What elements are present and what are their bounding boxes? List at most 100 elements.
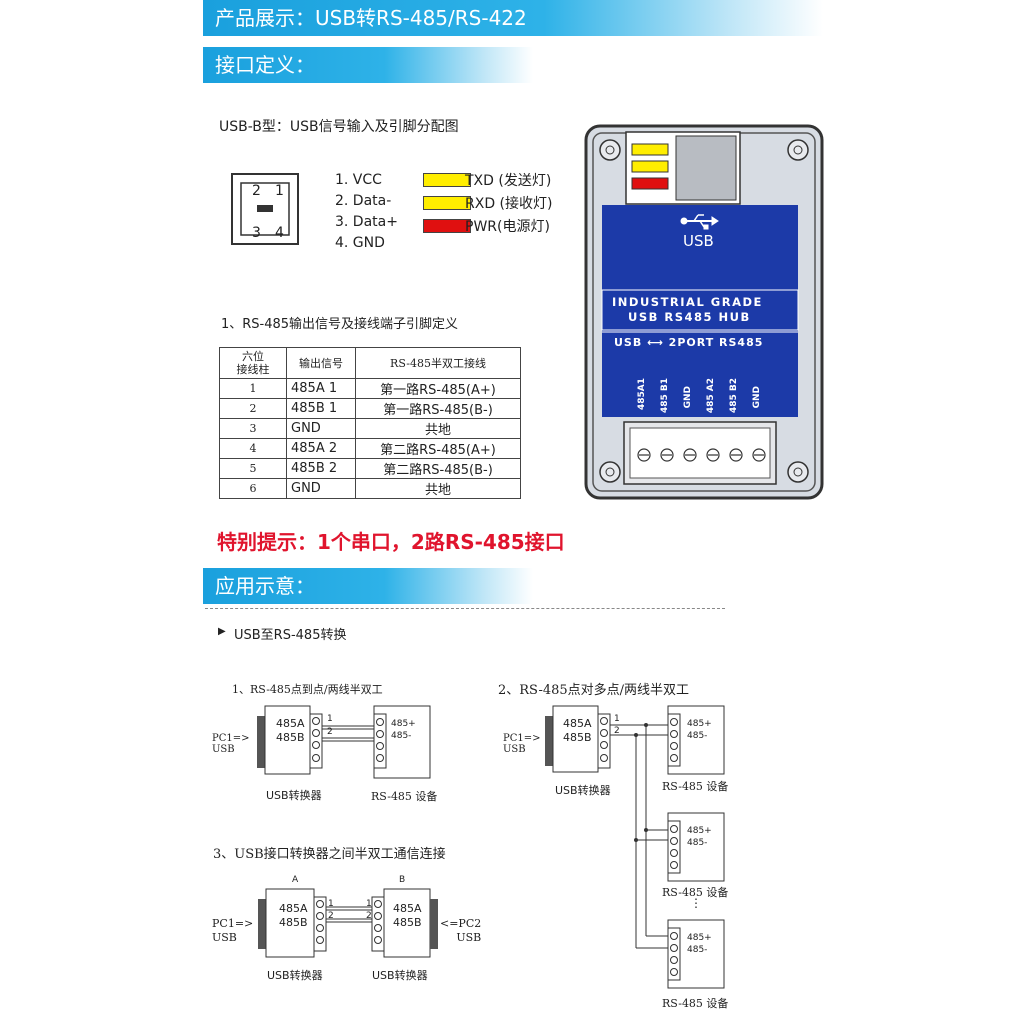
divider	[205, 608, 725, 609]
special-notice: 特别提示：1个串口，2路RS-485接口	[217, 530, 565, 554]
diagram2-dev1-plus: 485+	[687, 719, 712, 729]
usb-b-title: USB-B型：USB信号输入及引脚分配图	[219, 119, 459, 135]
usb-pin-4: 4	[275, 225, 284, 241]
table-cell: GND	[286, 418, 356, 439]
table-cell: 第二路RS-485(B-)	[355, 458, 521, 479]
screw-icon	[787, 139, 809, 161]
diagram3-converter-b-label: USB转换器	[372, 969, 428, 982]
usb-pin-3: 3	[252, 225, 261, 241]
diagram2-dev2-plus: 485+	[687, 826, 712, 836]
usb-symbol-icon	[680, 214, 719, 230]
screw-icon	[599, 139, 621, 161]
pwr-led	[631, 177, 669, 190]
diagram2-wiring	[545, 705, 725, 989]
table-header-row: 六位 接线柱 输出信号 RS-485半双工接线	[219, 347, 521, 379]
diagram2-dev3-minus: 485-	[687, 945, 708, 955]
diagram3-b-485b: 485B	[393, 916, 422, 929]
diagram1-wiring	[257, 705, 431, 779]
table-cell: 5	[219, 458, 287, 479]
app-subtitle: USB至RS-485转换	[234, 628, 347, 643]
pin-label-vcc: 1. VCC	[335, 172, 382, 188]
diagram2-ellipsis: ⋮	[690, 896, 702, 910]
diagram1-485plus: 485+	[391, 719, 416, 729]
diagram2-title: 2、RS-485点对多点/两线半双工	[498, 683, 690, 698]
table-cell: 485A 1	[286, 378, 356, 399]
rxd-led	[631, 160, 669, 173]
diagram1-wire1: 1	[327, 714, 333, 724]
triangle-icon: ▶	[218, 626, 226, 637]
table-cell: 1	[219, 378, 287, 399]
table-cell: 第二路RS-485(A+)	[355, 438, 521, 459]
device-illustration	[584, 124, 824, 500]
diagram2-device2-label: RS-485 设备	[662, 886, 729, 899]
diagram2-device1-label: RS-485 设备	[662, 780, 729, 793]
diagram3-wire1-left: 1	[328, 899, 334, 909]
table-cell: 485B 1	[286, 398, 356, 419]
table-cell: 2	[219, 398, 287, 419]
usb-port	[675, 135, 737, 201]
terminal-label: 485 B2	[729, 378, 739, 414]
rxd-swatch	[423, 196, 471, 210]
diagram2-wire2: 2	[614, 726, 620, 736]
pwr-swatch	[423, 219, 471, 233]
diagram3-label-a: A	[292, 875, 299, 885]
diagram2-dev2-minus: 485-	[687, 838, 708, 848]
table-header-wiring: RS-485半双工接线	[355, 347, 521, 379]
diagram3-b-485a: 485A	[393, 902, 422, 915]
diagram2-dev3-plus: 485+	[687, 933, 712, 943]
pwr-label: PWR(电源灯)	[465, 219, 550, 235]
diagram1-wire2: 2	[327, 727, 333, 737]
diagram3-title: 3、USB接口转换器之间半双工通信连接	[213, 847, 446, 862]
diagram3-wire2-right: 2	[366, 911, 372, 921]
diagram2-485a: 485A	[563, 717, 592, 730]
table-cell: 485A 2	[286, 438, 356, 459]
terminal-label: 485 A2	[706, 378, 716, 414]
table-header-terminal: 六位 接线柱	[219, 347, 287, 379]
diagram3-wire2-left: 2	[328, 911, 334, 921]
table-cell: 第一路RS-485(B-)	[355, 398, 521, 419]
diagram2-device3-label: RS-485 设备	[662, 997, 729, 1010]
table-header-signal: 输出信号	[286, 347, 356, 379]
device-usb-label: USB	[683, 232, 714, 250]
diagram3-wiring	[258, 888, 438, 958]
screw-icon	[787, 461, 809, 483]
txd-led	[631, 143, 669, 156]
diagram3-wire1-right: 1	[366, 899, 372, 909]
table-cell: 3	[219, 418, 287, 439]
diagram1-485minus: 485-	[391, 731, 412, 741]
device-line2: USB RS485 HUB	[628, 310, 751, 324]
table-cell: GND	[286, 478, 356, 499]
diagram1-485a: 485A	[276, 717, 305, 730]
terminal-label: GND	[683, 386, 693, 409]
diagram3-pc1: PC1=> USB	[212, 917, 254, 944]
txd-swatch	[423, 173, 471, 187]
diagram3-converter-a-label: USB转换器	[267, 969, 323, 982]
diagram1-converter-label: USB转换器	[266, 789, 322, 802]
diagram1-485b: 485B	[276, 731, 305, 744]
table-cell: 共地	[355, 478, 521, 499]
diagram1-title: 1、RS-485点到点/两线半双工	[232, 683, 383, 696]
diagram3-pc2: <=PC2 USB	[440, 917, 482, 944]
diagram1-pc: PC1=> USB	[212, 733, 250, 755]
terminal-label: GND	[752, 386, 762, 409]
table-cell: 485B 2	[286, 458, 356, 479]
diagram2-pc: PC1=> USB	[503, 733, 541, 755]
diagram2-converter-label: USB转换器	[555, 784, 611, 797]
header-banner: 产品展示：USB转RS-485/RS-422	[203, 0, 823, 36]
screw-icon	[599, 461, 621, 483]
usb-b-connector-diagram	[231, 173, 299, 245]
device-line3: USB ⟷ 2PORT RS485	[614, 336, 764, 349]
pin-label-data-plus: 3. Data+	[335, 214, 398, 230]
table-cell: 第一路RS-485(A+)	[355, 378, 521, 399]
table-cell: 共地	[355, 418, 521, 439]
diagram1-device-label: RS-485 设备	[371, 790, 438, 803]
pin-label-gnd: 4. GND	[335, 235, 385, 251]
usb-pin-2: 2	[252, 183, 261, 199]
